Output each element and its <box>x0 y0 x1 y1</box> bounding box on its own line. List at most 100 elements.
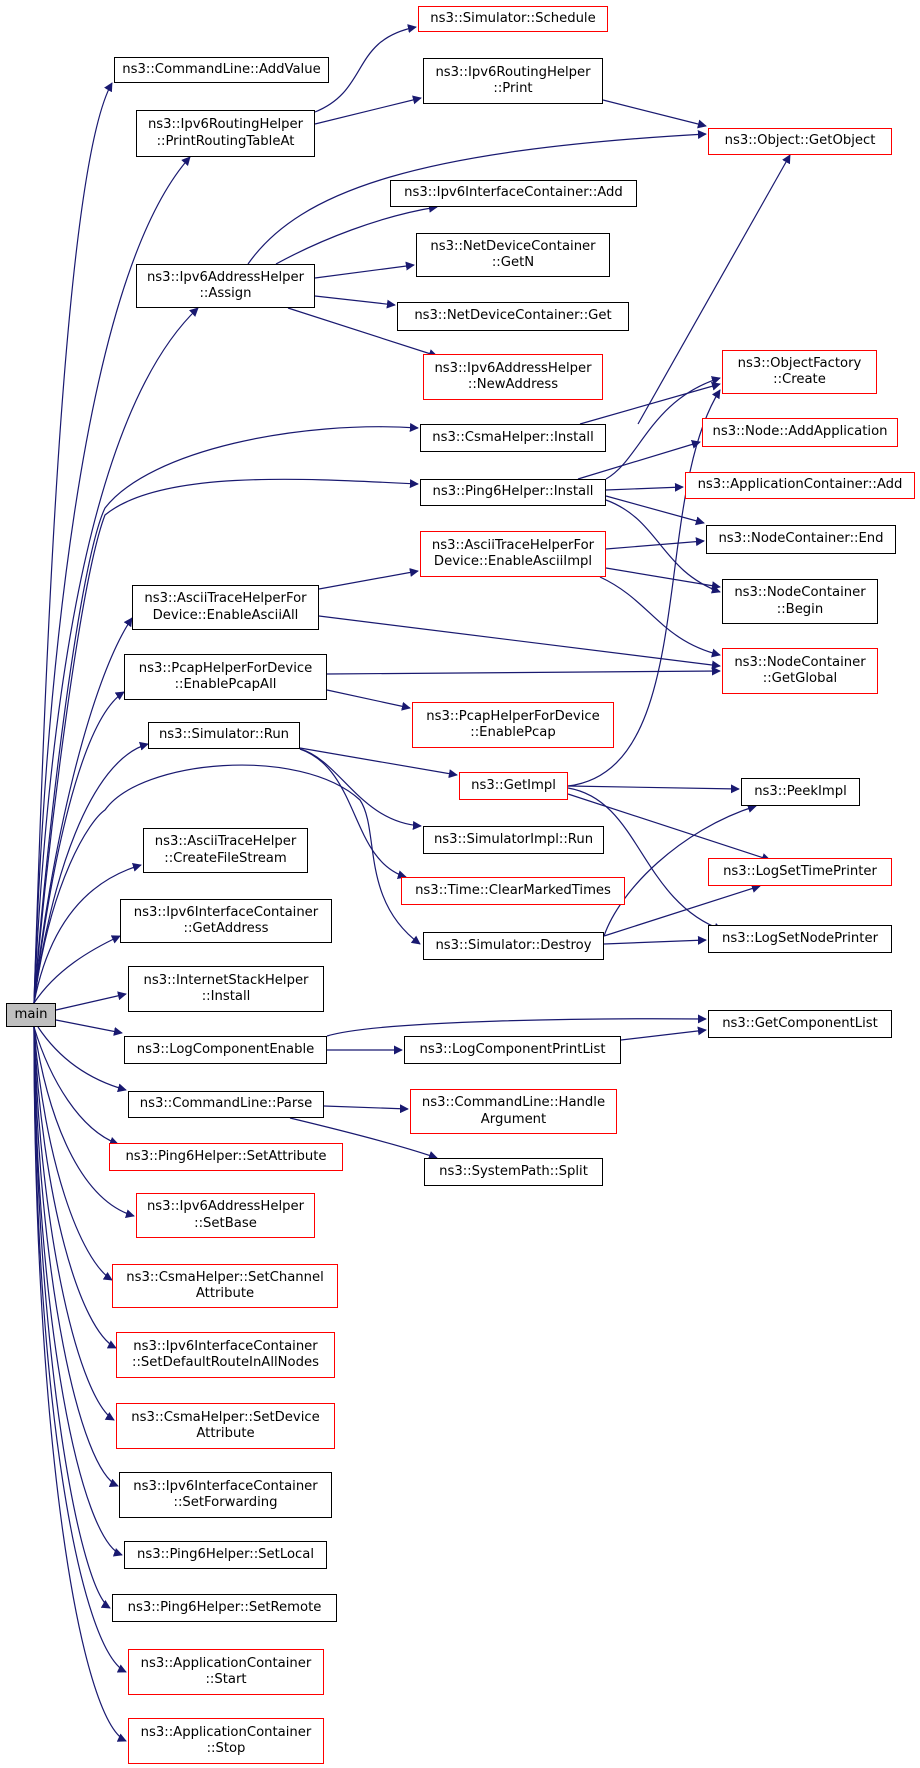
node-getcomponentlist[interactable]: ns3::GetComponentList <box>708 1010 892 1038</box>
node-applicationcontainer-add[interactable]: ns3::ApplicationContainer::Add <box>685 472 915 499</box>
node-logcomponentprintlist[interactable]: ns3::LogComponentPrintList <box>404 1036 621 1064</box>
node-ping6helper-setlocal[interactable]: ns3::Ping6Helper::SetLocal <box>124 1541 327 1569</box>
node-label: ns3::NodeContainer <box>734 654 866 670</box>
node-label: ns3::LogSetNodePrinter <box>721 930 878 946</box>
edge-getimpl-to-objectfactory-create <box>567 389 721 787</box>
edge-main-to-simulator-run <box>33 741 149 1004</box>
edge-commandline-parse-to-systempath-split <box>289 1117 438 1160</box>
node-simulator-run[interactable]: ns3::Simulator::Run <box>148 722 300 749</box>
node-ipv6addresshelper-newaddress[interactable]: ns3::Ipv6AddressHelper::NewAddress <box>423 354 603 400</box>
edge-main-to-setdefaultrouteinallnodes <box>33 1026 117 1349</box>
edge-main-to-setforwarding <box>33 1026 119 1487</box>
node-ping6helper-setremote[interactable]: ns3::Ping6Helper::SetRemote <box>112 1594 337 1622</box>
edge-main-to-ping6helper-setremote <box>33 1026 111 1609</box>
edge-ping6helper-install-to-applicationcontainer-add <box>605 482 684 492</box>
node-internetstackhelper-install[interactable]: ns3::InternetStackHelper::Install <box>128 966 324 1012</box>
node-label: ::GetN <box>491 255 535 270</box>
edge-main-to-csmahelper-install <box>33 422 419 1004</box>
node-nodecontainer-getglobal[interactable]: ns3::NodeContainer::GetGlobal <box>722 648 878 694</box>
node-label: ns3::NodeContainer::End <box>718 531 884 547</box>
node-object-getobject[interactable]: ns3::Object::GetObject <box>708 128 892 155</box>
node-label: ns3::NodeContainer <box>734 585 866 600</box>
node-nodecontainer-begin[interactable]: ns3::NodeContainer::Begin <box>722 579 878 624</box>
node-csmahelper-install[interactable]: ns3::CsmaHelper::Install <box>420 424 606 452</box>
node-commandline-addvalue[interactable]: ns3::CommandLine::AddValue <box>114 57 329 83</box>
edge-enableasciiimpl-to-nodecontainer-getglobal <box>599 576 721 658</box>
node-ipv6addresshelper-assign[interactable]: ns3::Ipv6AddressHelper::Assign <box>136 264 315 308</box>
node-label: ns3::SystemPath::Split <box>439 1163 588 1179</box>
node-label: ::Stop <box>206 1741 246 1756</box>
node-ipv6routinghelper-print[interactable]: ns3::Ipv6RoutingHelper::Print <box>423 58 603 104</box>
node-label: ::SetDefaultRouteInAllNodes <box>132 1355 319 1370</box>
node-label: ns3::Ping6Helper::SetRemote <box>127 1599 322 1615</box>
node-netdevicecontainer-getn[interactable]: ns3::NetDeviceContainer::GetN <box>416 233 610 277</box>
node-main: main <box>6 1003 56 1027</box>
edge-simulator-run-to-getimpl <box>299 747 458 779</box>
edge-main-to-csmahelper-setchannelattribute <box>33 1026 113 1281</box>
node-systempath-split[interactable]: ns3::SystemPath::Split <box>424 1158 603 1186</box>
node-label: ns3::Simulator::Schedule <box>430 10 596 26</box>
node-ping6helper-install[interactable]: ns3::Ping6Helper::Install <box>420 479 606 506</box>
node-commandline-parse[interactable]: ns3::CommandLine::Parse <box>128 1091 324 1118</box>
edge-main-to-simulator-destroy <box>33 764 421 1004</box>
edge-commandline-parse-to-handleargument <box>323 1104 409 1114</box>
node-getimpl[interactable]: ns3::GetImpl <box>459 772 568 800</box>
node-ipv6routinghelper-printroutingtableat[interactable]: ns3::Ipv6RoutingHelper::PrintRoutingTabl… <box>136 110 315 157</box>
node-pcaphelperfordevice-enablepcap[interactable]: ns3::PcapHelperForDevice::EnablePcap <box>412 702 614 748</box>
edge-printroutingtableat-to-ipv6routinghelper-print <box>314 95 422 125</box>
node-ipv6addresshelper-setbase[interactable]: ns3::Ipv6AddressHelper::SetBase <box>136 1193 315 1238</box>
node-logsetnodeprinter[interactable]: ns3::LogSetNodePrinter <box>708 925 892 953</box>
node-ipv6interfacecontainer-setdefaultrouteinallnodes[interactable]: ns3::Ipv6InterfaceContainer::SetDefaultR… <box>116 1332 335 1378</box>
node-label: Argument <box>480 1111 547 1127</box>
node-label: ns3::Time::ClearMarkedTimes <box>415 882 611 898</box>
node-label: ns3::LogComponentPrintList <box>419 1041 606 1057</box>
node-asciitracehelper-createfilestream[interactable]: ns3::AsciiTraceHelper::CreateFileStream <box>143 828 308 873</box>
node-time-clearmarkedtimes[interactable]: ns3::Time::ClearMarkedTimes <box>401 877 625 905</box>
node-logsettimeprinter[interactable]: ns3::LogSetTimePrinter <box>708 858 892 886</box>
node-objectfactory-create[interactable]: ns3::ObjectFactory::Create <box>722 350 877 394</box>
node-label: ns3::CommandLine::AddValue <box>122 61 321 77</box>
edge-enableasciiall-to-nodecontainer-getglobal <box>318 615 721 670</box>
node-pcaphelperfordevice-enablepcapall[interactable]: ns3::PcapHelperForDevice::EnablePcapAll <box>124 654 327 700</box>
edge-enableasciiall-to-enableasciiimpl <box>318 568 419 590</box>
node-label: ::SetBase <box>194 1215 257 1231</box>
node-simulator-schedule[interactable]: ns3::Simulator::Schedule <box>418 6 608 32</box>
node-nodecontainer-end[interactable]: ns3::NodeContainer::End <box>706 525 896 554</box>
edge-csmahelper-install-to-object-getobject <box>637 154 791 425</box>
node-label: ns3::Node::AddApplication <box>712 424 888 440</box>
node-peekimpl[interactable]: ns3::PeekImpl <box>741 778 860 806</box>
node-label: ns3::Ipv6AddressHelper <box>146 1199 305 1214</box>
node-netdevicecontainer-get[interactable]: ns3::NetDeviceContainer::Get <box>397 302 629 331</box>
node-label: ns3::CommandLine::Handle <box>421 1095 606 1110</box>
node-label: ns3::Ping6Helper::SetAttribute <box>125 1148 327 1164</box>
edge-assign-to-netdevicecontainer-getn <box>314 261 415 279</box>
node-applicationcontainer-stop[interactable]: ns3::ApplicationContainer::Stop <box>128 1718 324 1764</box>
edge-getimpl-to-logsettimeprinter <box>567 793 771 862</box>
edge-main-to-ipv6addresshelper-setbase <box>33 1026 135 1219</box>
node-label: ns3::GetComponentList <box>722 1015 878 1031</box>
node-ipv6interfacecontainer-add[interactable]: ns3::Ipv6InterfaceContainer::Add <box>390 180 637 207</box>
node-label: ns3::Ping6Helper::SetLocal <box>136 1546 315 1562</box>
node-label: ::Install <box>201 989 251 1004</box>
node-label: ns3::Ipv6RoutingHelper <box>147 117 304 132</box>
node-applicationcontainer-start[interactable]: ns3::ApplicationContainer::Start <box>128 1649 324 1695</box>
node-ipv6interfacecontainer-getaddress[interactable]: ns3::Ipv6InterfaceContainer::GetAddress <box>120 899 332 943</box>
node-simulator-destroy[interactable]: ns3::Simulator::Destroy <box>423 932 604 960</box>
node-label: ::NewAddress <box>467 377 559 392</box>
node-ping6helper-setattribute[interactable]: ns3::Ping6Helper::SetAttribute <box>109 1143 343 1171</box>
edge-main-to-createfilestream <box>33 862 142 1004</box>
node-simulatorimpl-run[interactable]: ns3::SimulatorImpl::Run <box>423 826 604 854</box>
node-node-addapplication[interactable]: ns3::Node::AddApplication <box>702 418 898 447</box>
node-label: ::Create <box>773 372 826 387</box>
node-logcomponentenable[interactable]: ns3::LogComponentEnable <box>124 1036 327 1064</box>
node-label: ::Print <box>493 81 533 96</box>
node-ipv6interfacecontainer-setforwarding[interactable]: ns3::Ipv6InterfaceContainer::SetForwardi… <box>119 1472 332 1518</box>
node-label: ns3::Ipv6InterfaceContainer <box>133 1478 318 1494</box>
node-label: ns3::Ipv6InterfaceContainer <box>133 904 319 920</box>
